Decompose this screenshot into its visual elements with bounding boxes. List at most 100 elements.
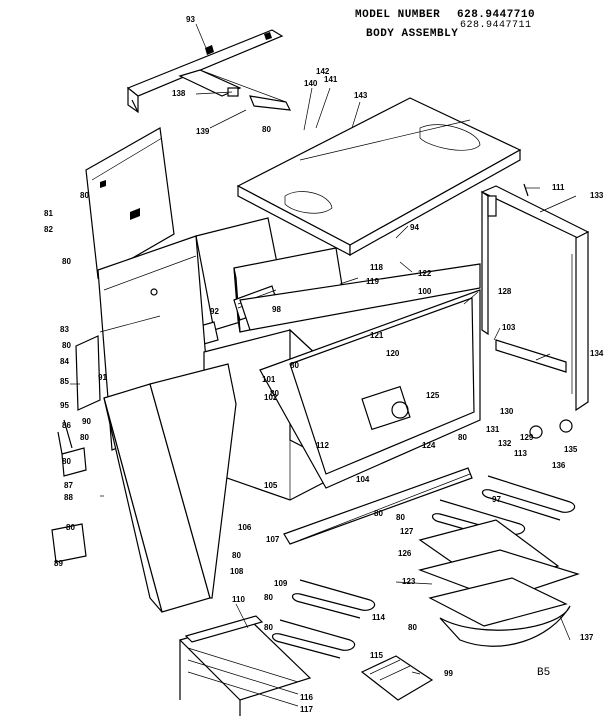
part-label-86: 86 xyxy=(62,421,71,430)
part-label-90: 90 xyxy=(82,417,91,426)
part-label-103: 103 xyxy=(502,323,516,332)
part-label-107: 107 xyxy=(266,535,280,544)
part-label-101: 101 xyxy=(262,375,276,384)
leader-lines xyxy=(70,23,577,675)
part-number-labels: 93 138 139 142 140 141 143 80 111 133 94 118 122 100 1… xyxy=(44,15,604,714)
part-label-88: 88 xyxy=(64,493,73,502)
part-label-84: 84 xyxy=(60,357,69,366)
model-number-label: MODEL NUMBER xyxy=(355,9,441,21)
part-label-127: 127 xyxy=(400,527,414,536)
part-label-85: 85 xyxy=(60,377,69,386)
part-label-87: 87 xyxy=(64,481,73,490)
part-label-89: 89 xyxy=(54,559,63,568)
part-label-130: 130 xyxy=(500,407,514,416)
part-label-80-repeat: 80 xyxy=(62,257,71,266)
part-label-128: 128 xyxy=(498,287,512,296)
part-label-121: 121 xyxy=(370,331,384,340)
top-panel xyxy=(236,97,522,257)
part-label-112: 112 xyxy=(316,441,329,450)
part-label-117: 117 xyxy=(300,705,313,714)
part-label-135: 135 xyxy=(564,445,578,454)
part-label-93: 93 xyxy=(186,15,195,24)
part-label-80-repeat: 80 xyxy=(290,361,299,370)
part-label-113: 113 xyxy=(514,449,527,458)
bottom-front-rail xyxy=(283,467,473,545)
part-label-126: 126 xyxy=(398,549,412,558)
bottom-drawer-rack xyxy=(178,615,312,716)
part-label-139: 139 xyxy=(196,127,210,136)
part-label-111: 111 xyxy=(552,183,565,192)
part-label-80-repeat: 80 xyxy=(80,191,89,200)
part-label-120: 120 xyxy=(386,349,400,358)
part-label-102: 102 xyxy=(264,393,278,402)
part-label-143: 143 xyxy=(354,91,368,100)
part-label-123: 123 xyxy=(402,577,416,586)
part-label-80-repeat: 80 xyxy=(62,457,71,466)
part-label-80-repeat: 80 xyxy=(408,623,417,632)
part-label-94: 94 xyxy=(410,223,419,232)
part-label-98: 98 xyxy=(272,305,281,314)
top-rear-rail xyxy=(126,29,284,114)
part-label-115: 115 xyxy=(370,651,383,660)
right-small-parts xyxy=(495,183,573,439)
model-number-primary: 628.9447710 xyxy=(457,9,536,21)
part-label-81: 81 xyxy=(44,209,53,218)
part-label-131: 131 xyxy=(486,425,500,434)
part-label-80: 80 xyxy=(262,125,271,134)
part-label-138: 138 xyxy=(172,89,186,98)
part-label-104: 104 xyxy=(356,475,370,484)
part-label-122: 122 xyxy=(418,269,432,278)
part-label-80-repeat: 80 xyxy=(264,623,273,632)
left-small-parts xyxy=(51,419,87,563)
left-side-panel-rear xyxy=(85,127,175,279)
part-label-118: 118 xyxy=(370,263,383,272)
part-label-108: 108 xyxy=(230,567,244,576)
part-label-82: 82 xyxy=(44,225,53,234)
part-label-80-repeat: 80 xyxy=(458,433,467,442)
part-label-142: 142 xyxy=(316,67,330,76)
part-label-95: 95 xyxy=(60,401,69,410)
oven-bottom-pans xyxy=(417,519,580,647)
part-label-119: 119 xyxy=(366,277,379,286)
part-label-91: 91 xyxy=(98,373,107,382)
part-label-109: 109 xyxy=(274,579,288,588)
vent-bracket xyxy=(178,69,292,111)
part-label-116: 116 xyxy=(300,693,313,702)
part-label-140: 140 xyxy=(304,79,318,88)
part-label-92: 92 xyxy=(210,307,219,316)
part-label-80-repeat: 80 xyxy=(270,389,279,398)
broil-heating-element xyxy=(271,579,376,659)
part-label-80-repeat: 80 xyxy=(80,433,89,442)
part-label-125: 125 xyxy=(426,391,440,400)
cabinet-side-panel xyxy=(103,363,237,613)
part-label-137: 137 xyxy=(580,633,594,642)
part-label-129: 129 xyxy=(520,433,534,442)
part-label-110: 110 xyxy=(232,595,245,604)
bake-heating-element xyxy=(431,475,576,543)
part-label-99: 99 xyxy=(444,669,453,678)
front-oven-frame xyxy=(259,289,481,489)
part-label-141: 141 xyxy=(324,75,338,84)
part-label-134: 134 xyxy=(590,349,604,358)
rear-support-frame xyxy=(480,185,590,412)
part-label-80-repeat: 80 xyxy=(62,341,71,350)
part-label-124: 124 xyxy=(422,441,436,450)
part-label-106: 106 xyxy=(238,523,252,532)
part-label-133: 133 xyxy=(590,191,604,200)
part-label-105: 105 xyxy=(264,481,278,490)
page-code: B5 xyxy=(537,667,551,679)
part-label-97: 97 xyxy=(492,495,501,504)
assembly-title: BODY ASSEMBLY xyxy=(366,28,459,40)
part-label-80-repeat: 80 xyxy=(264,593,273,602)
part-label-80-repeat: 80 xyxy=(374,509,383,518)
part-label-80-repeat: 80 xyxy=(232,551,241,560)
part-label-136: 136 xyxy=(552,461,566,470)
part-label-83: 83 xyxy=(60,325,69,334)
part-label-80-repeat: 80 xyxy=(66,523,75,532)
part-label-100: 100 xyxy=(418,287,432,296)
model-number-secondary: 628.9447711 xyxy=(460,20,532,31)
part-label-132: 132 xyxy=(498,439,512,448)
part-label-80-repeat: 80 xyxy=(396,513,405,522)
